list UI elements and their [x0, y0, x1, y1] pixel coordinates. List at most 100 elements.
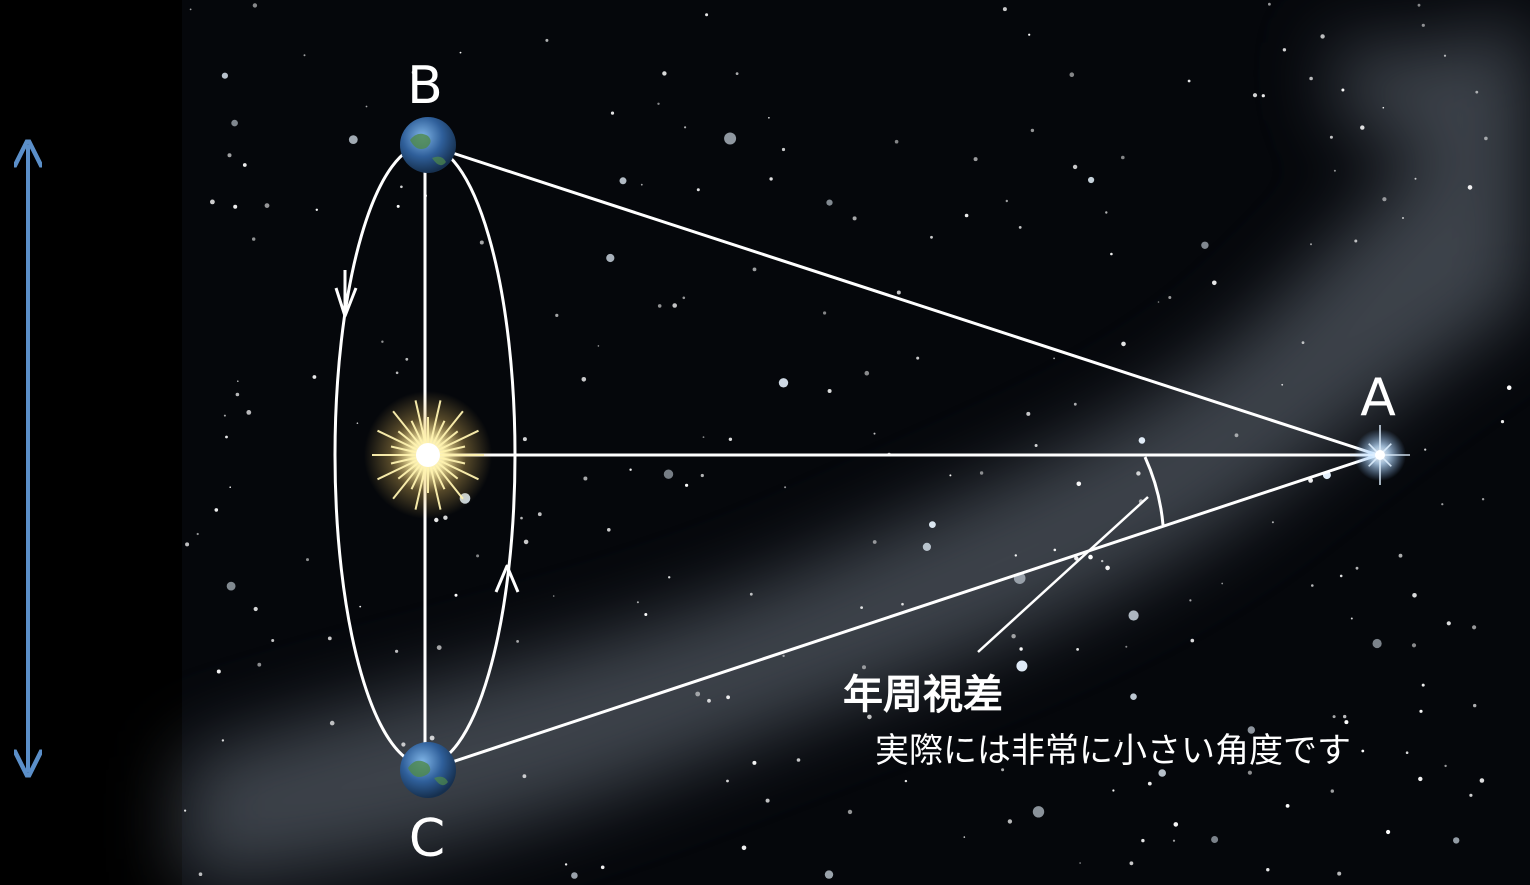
star-dot [479, 240, 484, 245]
star-dot [728, 437, 733, 441]
line-b-a [427, 143, 1379, 457]
star-dot [1282, 48, 1287, 52]
star-dot [700, 473, 704, 478]
star-dot [1007, 819, 1013, 824]
star-dot [1320, 34, 1325, 39]
star-dot [214, 508, 219, 512]
star-dot [429, 735, 435, 741]
star-dot [1469, 793, 1473, 797]
star-dot [1074, 556, 1079, 561]
star-dot [271, 639, 275, 642]
star-dot [1073, 402, 1077, 406]
star-dot [396, 204, 400, 208]
star-dot [1285, 804, 1290, 808]
star-dot [1350, 617, 1353, 620]
star-dot [1076, 648, 1079, 651]
star-dot [1268, 2, 1271, 6]
star-dot [198, 872, 203, 876]
star-dot [597, 345, 600, 347]
star-dot [657, 102, 660, 106]
star-dot [824, 870, 834, 879]
star-dot [1221, 582, 1224, 585]
star-dot [1405, 751, 1409, 754]
star-dot [1128, 610, 1139, 621]
star-dot [1079, 862, 1081, 864]
star-dot [1506, 385, 1512, 391]
star-dot [1344, 720, 1349, 725]
star-dot [973, 157, 978, 162]
star-dot [1386, 829, 1391, 835]
star-dot [1372, 638, 1382, 649]
star-dot [1011, 634, 1016, 639]
star-dot [356, 422, 359, 425]
star-dot [411, 70, 416, 75]
star-dot [705, 13, 709, 17]
star-dot [1343, 714, 1347, 719]
star-dot [685, 483, 689, 487]
earth-c-icon [400, 742, 456, 798]
star-dot [1281, 383, 1284, 386]
star-dot [1419, 709, 1423, 713]
star-dot [1475, 90, 1479, 94]
star-dot [1467, 185, 1473, 190]
star-dot [1329, 135, 1333, 139]
star-dot [221, 739, 225, 742]
star-dot [1481, 498, 1485, 501]
star-dot [1121, 155, 1125, 160]
star-dot [684, 126, 687, 129]
star-dot [1398, 553, 1403, 558]
star-dot [600, 865, 605, 870]
star-dot [1072, 164, 1078, 170]
star-dot [1337, 871, 1342, 876]
star-dot [752, 267, 757, 272]
label-a: A [1360, 368, 1396, 428]
star-dot [395, 371, 399, 375]
star-dot [901, 602, 904, 606]
star-dot [1034, 444, 1038, 447]
star-dot [1421, 23, 1425, 27]
star-dot [894, 139, 899, 144]
star-dot [607, 528, 611, 532]
star-dot [1130, 693, 1137, 700]
star-dot [682, 296, 686, 300]
star-dot [640, 183, 643, 186]
star-dot [860, 606, 863, 609]
star-dot [226, 581, 236, 591]
star-dot [1147, 781, 1152, 786]
star-dot [395, 649, 399, 653]
star-dot [695, 691, 701, 697]
star-dot [235, 392, 240, 397]
star-dot [1018, 226, 1022, 229]
star-dot [724, 132, 737, 145]
star-dot [782, 654, 785, 658]
star-dot [1110, 252, 1113, 256]
star-dot [1189, 599, 1192, 602]
star-dot [896, 290, 901, 295]
star-dot [312, 375, 317, 379]
star-dot [1019, 647, 1023, 651]
star-dot [1479, 778, 1485, 783]
star-dot [847, 809, 853, 815]
star-dot [306, 558, 309, 562]
star-dot [1412, 593, 1417, 598]
star-dot [1332, 715, 1336, 719]
star-dot [365, 105, 368, 108]
star-dot [1168, 296, 1172, 299]
star-dot [436, 645, 442, 650]
star-dot [583, 476, 588, 481]
star-dot [1252, 93, 1258, 98]
star-dot [264, 203, 270, 209]
star-dot [1444, 764, 1447, 768]
star-dot [662, 71, 667, 76]
label-b: B [407, 56, 443, 116]
star-dot [571, 872, 578, 879]
star-dot [1141, 838, 1145, 843]
star-dot [552, 595, 555, 597]
star-dot [1001, 768, 1005, 772]
label-c: C [409, 809, 445, 869]
star-dot [726, 695, 730, 700]
star-dot [862, 665, 866, 670]
star-dot [610, 111, 615, 115]
star-dot [1421, 683, 1425, 687]
